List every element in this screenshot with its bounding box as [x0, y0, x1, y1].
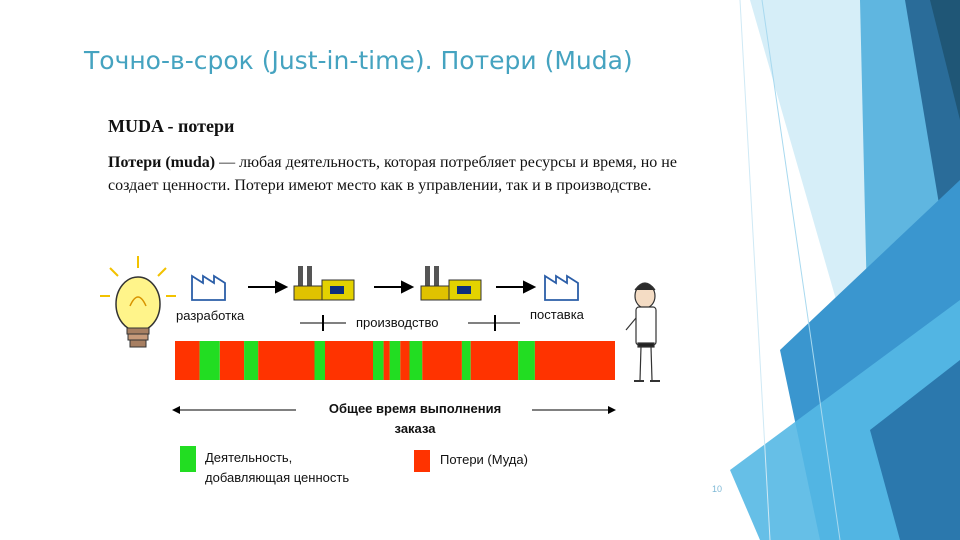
waste-segment	[535, 341, 615, 380]
value-segment	[315, 341, 326, 380]
customer-icon	[626, 283, 660, 381]
lightbulb-icon	[100, 256, 176, 347]
factory-outline-icon	[545, 276, 578, 300]
waste-segment	[175, 341, 200, 380]
stage-label-delivery: поставка	[530, 307, 584, 322]
value-segment	[390, 341, 401, 380]
waste-segment	[384, 341, 390, 380]
lead-time-label-line2: заказа	[298, 421, 532, 436]
waste-segment	[422, 341, 462, 380]
arrow-icon	[248, 282, 286, 292]
value-waste-bar	[175, 341, 615, 380]
page-number: 10	[712, 484, 722, 494]
waste-segment	[471, 341, 519, 380]
value-segment	[200, 341, 220, 380]
factory-outline-icon	[192, 276, 225, 300]
value-segment	[462, 341, 471, 380]
legend-value-label-line1: Деятельность,	[205, 450, 292, 465]
legend-value-swatch	[180, 446, 196, 472]
value-segment	[518, 341, 535, 380]
value-segment	[410, 341, 423, 380]
legend-waste-label: Потери (Муда)	[440, 452, 528, 467]
lead-time-label-line1: Общее время выполнения	[298, 401, 532, 416]
stage-label-development: разработка	[176, 308, 244, 323]
arrow-icon	[496, 282, 534, 292]
waste-segment	[325, 341, 373, 380]
value-segment	[373, 341, 384, 380]
waste-segment	[220, 341, 244, 380]
factory-icon	[294, 266, 354, 300]
legend-waste-swatch	[414, 450, 430, 472]
arrow-icon	[374, 282, 412, 292]
waste-segment	[400, 341, 409, 380]
stage-label-production: производство	[356, 315, 438, 330]
factory-icon	[421, 266, 481, 300]
legend-value-label-line2: добавляющая ценность	[205, 470, 349, 485]
waste-segment	[258, 341, 314, 380]
value-segment	[244, 341, 258, 380]
